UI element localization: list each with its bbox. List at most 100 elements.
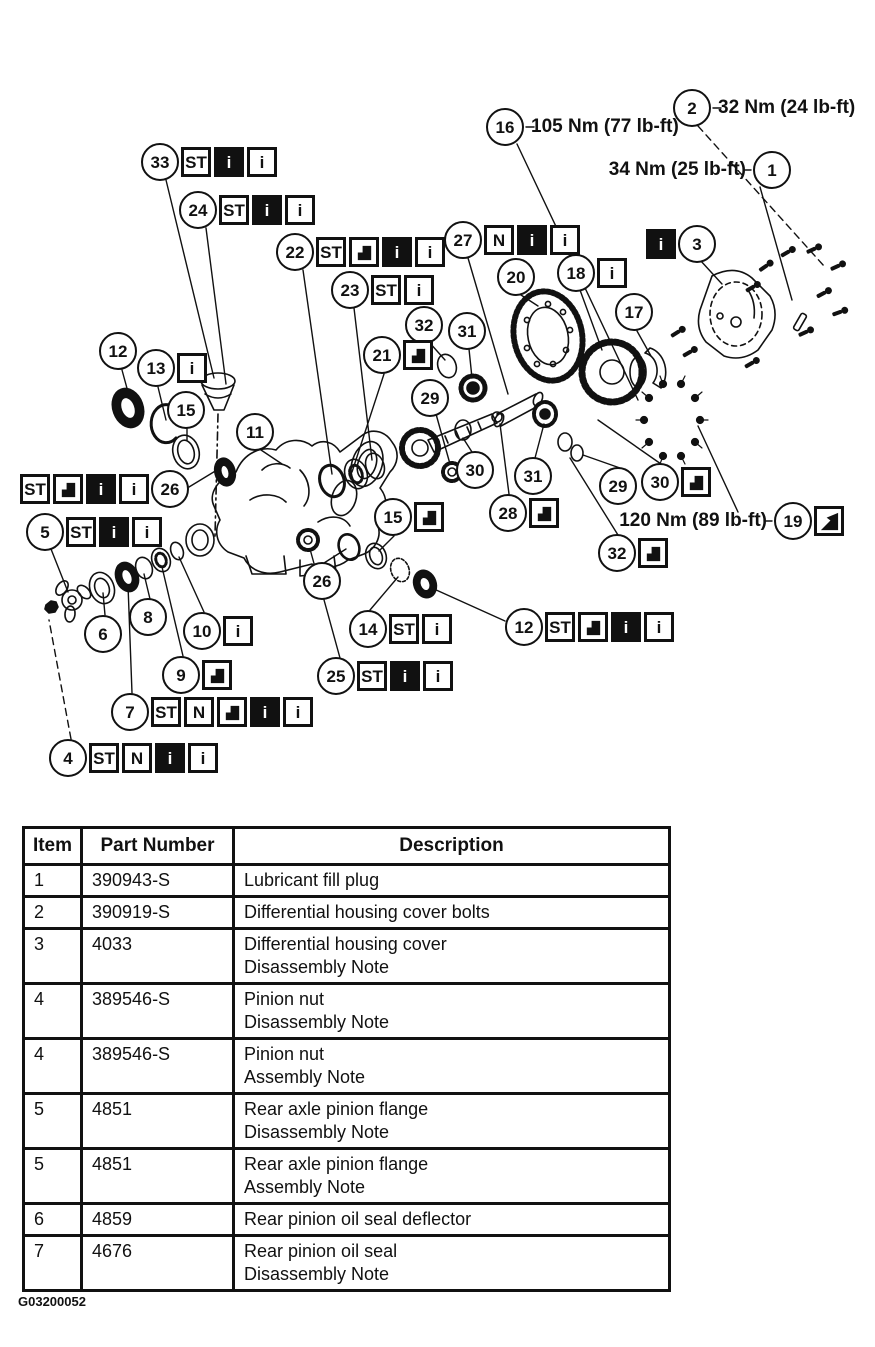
description-cell: Rear pinion oil seal deflector bbox=[232, 1202, 671, 1237]
callout-32: 32 bbox=[405, 306, 443, 344]
callout-5: 5 bbox=[26, 513, 64, 551]
tool-icon bbox=[638, 538, 668, 568]
lower-seal-chain bbox=[296, 528, 438, 599]
info-filled-badge: i bbox=[611, 612, 641, 642]
description-line: Rear axle pinion flange bbox=[244, 1099, 429, 1119]
torque-label-2: 32 Nm (24 lb-ft) bbox=[718, 97, 856, 118]
col-header-item: Item bbox=[22, 826, 83, 866]
item-number-cell: 2 bbox=[22, 895, 83, 930]
callout-15: 15 bbox=[167, 391, 205, 429]
col-header-description: Description bbox=[232, 826, 671, 866]
torque-label-16: 105 Nm (77 lb-ft) bbox=[531, 116, 679, 137]
info-outline-badge: i bbox=[283, 697, 313, 727]
callout-31: 31 bbox=[514, 457, 552, 495]
badge-row-19 bbox=[814, 506, 844, 536]
housing-cover-part bbox=[697, 269, 776, 359]
callout-7: 7 bbox=[111, 693, 149, 731]
info-outline-badge: i bbox=[285, 195, 315, 225]
note-badge: N bbox=[184, 697, 214, 727]
note-line: Disassembly Note bbox=[244, 1264, 390, 1284]
callout-14: 14 bbox=[349, 610, 387, 648]
callout-28: 28 bbox=[489, 494, 527, 532]
info-filled-badge: i bbox=[99, 517, 129, 547]
callout-20: 20 bbox=[497, 258, 535, 296]
note-line: Disassembly Note bbox=[244, 957, 390, 977]
description-cell: Lubricant fill plug bbox=[232, 863, 671, 898]
callout-24: 24 bbox=[179, 191, 217, 229]
special-tool-badge: ST bbox=[219, 195, 249, 225]
tool-icon bbox=[529, 498, 559, 528]
note-badge: N bbox=[484, 225, 514, 255]
tool-icon bbox=[403, 340, 433, 370]
exploded-diagram-artwork bbox=[44, 107, 849, 740]
info-outline-badge: i bbox=[423, 661, 453, 691]
description-line: Rear pinion oil seal bbox=[244, 1241, 398, 1261]
badge-row-21 bbox=[403, 340, 433, 370]
info-filled-badge: i bbox=[390, 661, 420, 691]
callout-6: 6 bbox=[84, 615, 122, 653]
callout-3: 3 bbox=[678, 225, 716, 263]
callout-9: 9 bbox=[162, 656, 200, 694]
callout-10: 10 bbox=[183, 612, 221, 650]
callout-33: 33 bbox=[141, 143, 179, 181]
item-number-cell: 5 bbox=[22, 1092, 83, 1150]
fill-plug-part bbox=[200, 372, 236, 537]
part-number-cell: 4033 bbox=[80, 927, 235, 985]
tool-icon bbox=[414, 502, 444, 532]
info-outline-badge: i bbox=[132, 517, 162, 547]
badge-row-10: i bbox=[223, 616, 253, 646]
callout-22: 22 bbox=[276, 233, 314, 271]
tool-icon bbox=[578, 612, 608, 642]
callout-12: 12 bbox=[99, 332, 137, 370]
callout-19: 19 bbox=[774, 502, 812, 540]
special-tool-badge: ST bbox=[316, 237, 346, 267]
description-cell: Differential housing cover bolts bbox=[232, 895, 671, 930]
info-outline-badge: i bbox=[119, 474, 149, 504]
figure-id-caption: G03200052 bbox=[18, 1294, 86, 1309]
badge-row-9 bbox=[202, 660, 232, 690]
special-tool-badge: ST bbox=[357, 661, 387, 691]
callout-12: 12 bbox=[505, 608, 543, 646]
part-number-cell: 4851 bbox=[80, 1092, 235, 1150]
info-filled-badge: i bbox=[382, 237, 412, 267]
info-outline-badge: i bbox=[550, 225, 580, 255]
badge-row-13: i bbox=[177, 353, 207, 383]
special-tool-badge: ST bbox=[371, 275, 401, 305]
description-line: Differential housing cover bolts bbox=[244, 902, 490, 922]
info-outline-badge: i bbox=[247, 147, 277, 177]
item-number-cell: 6 bbox=[22, 1202, 83, 1237]
callout-17: 17 bbox=[615, 293, 653, 331]
callout-15: 15 bbox=[374, 498, 412, 536]
callout-25: 25 bbox=[317, 657, 355, 695]
part-number-cell: 389546-S bbox=[80, 1037, 235, 1095]
badge-row-15 bbox=[414, 502, 444, 532]
direction-arrow-icon bbox=[814, 506, 844, 536]
description-line: Rear axle pinion flange bbox=[244, 1154, 429, 1174]
pinion-shaft-group bbox=[318, 353, 544, 499]
info-filled-badge: i bbox=[646, 229, 676, 259]
info-outline-badge: i bbox=[404, 275, 434, 305]
flange-seal-chain bbox=[44, 541, 185, 623]
info-filled-badge: i bbox=[214, 147, 244, 177]
info-outline-badge: i bbox=[415, 237, 445, 267]
callout-18: 18 bbox=[557, 254, 595, 292]
info-filled-badge: i bbox=[155, 743, 185, 773]
description-line: Pinion nut bbox=[244, 989, 325, 1009]
item-number-cell: 4 bbox=[22, 1037, 83, 1095]
callout-31: 31 bbox=[448, 312, 486, 350]
info-outline-badge: i bbox=[177, 353, 207, 383]
torque-label-1: 34 Nm (25 lb-ft) bbox=[608, 159, 746, 180]
